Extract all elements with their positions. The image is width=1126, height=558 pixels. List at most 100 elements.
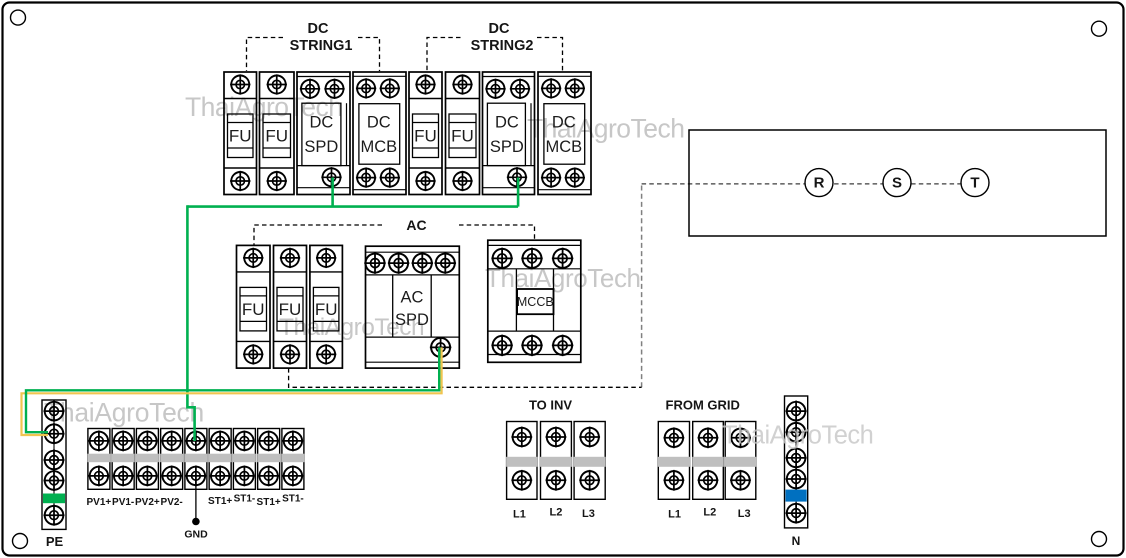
inner-circle xyxy=(550,431,562,443)
fuse-label: FU xyxy=(451,127,474,146)
terminal-bar xyxy=(281,453,305,463)
screw-terminal-icon xyxy=(299,78,321,99)
screw-terminal-icon xyxy=(137,465,158,487)
screw-terminal-icon xyxy=(315,247,337,269)
inner-circle xyxy=(287,435,299,447)
fuse-body xyxy=(408,71,443,196)
terminal-block xyxy=(111,427,135,490)
label: MCB xyxy=(360,138,397,156)
outer-circle xyxy=(785,447,807,469)
dc-ground-wire xyxy=(186,205,196,441)
outer-circle xyxy=(545,470,567,491)
terminal-bar xyxy=(724,456,757,467)
outer-circle xyxy=(88,465,110,487)
outer-circle xyxy=(356,78,377,99)
outer-circle xyxy=(491,247,513,269)
inner-circle xyxy=(735,475,746,486)
terminal-bar xyxy=(540,456,572,467)
inner-circle xyxy=(48,405,60,417)
inner-circle xyxy=(248,252,259,263)
outer-circle xyxy=(785,468,807,490)
fuse-module-s2_fu1: FU xyxy=(408,71,443,196)
inner-circle xyxy=(304,83,316,94)
rail-color-block xyxy=(43,493,65,504)
inner-circle xyxy=(790,507,802,519)
screw-terminal-icon xyxy=(564,167,585,188)
spd-body xyxy=(296,71,351,196)
inner-circle xyxy=(584,475,595,486)
screw-terminal-icon xyxy=(112,465,134,487)
terminal-block xyxy=(281,427,305,490)
screw-terminal-icon xyxy=(234,430,255,452)
outer-circle xyxy=(316,247,337,268)
inner-circle xyxy=(321,252,332,263)
from-grid-label-l2: L2 xyxy=(703,507,716,519)
rst-box xyxy=(688,129,1107,237)
ac-bracket-left xyxy=(253,224,382,245)
screw-terminal-icon xyxy=(279,344,301,365)
inner-circle xyxy=(239,435,250,447)
terminal-block xyxy=(256,427,281,490)
screw-terminal-icon xyxy=(785,421,807,443)
mcb-body xyxy=(537,71,592,196)
screw-terminal-icon xyxy=(730,427,751,449)
screw-terminal-icon xyxy=(551,247,574,270)
strip-label-6: ST1- xyxy=(234,494,256,505)
fuse-cartridge xyxy=(262,113,292,159)
ac-dashed-connector xyxy=(287,368,642,388)
label: MCCB xyxy=(517,295,554,309)
phase-circle-s xyxy=(882,167,912,198)
fuse-cartridge xyxy=(226,113,254,159)
ac-ground-wire-yellow xyxy=(20,347,443,437)
screw-terminal-icon xyxy=(355,167,377,188)
n-rail xyxy=(783,395,809,529)
dc-string2-title-line2: STRING2 xyxy=(471,38,534,54)
mcb-inner xyxy=(358,103,401,165)
outer-circle xyxy=(137,465,158,487)
pe-rail xyxy=(41,399,67,531)
outer-circle xyxy=(579,426,600,448)
to-inv-title: TO INV xyxy=(529,398,572,413)
terminal-bar xyxy=(232,453,256,463)
inner-circle xyxy=(117,435,129,447)
terminal-bar xyxy=(87,453,111,463)
inner-circle xyxy=(142,435,153,447)
inner-circle xyxy=(514,83,526,94)
outer-circle xyxy=(282,465,304,487)
phase-circle-s-label: S xyxy=(892,175,902,192)
inner-circle xyxy=(393,257,404,269)
screw-terminal-icon xyxy=(663,469,685,491)
screw-terminal-icon xyxy=(266,74,287,95)
screw-terminal-icon xyxy=(540,167,562,188)
fuse-body xyxy=(444,71,481,196)
mccb-inner xyxy=(516,288,555,316)
screw-terminal-icon xyxy=(161,430,183,452)
inner-circle xyxy=(557,340,568,351)
outer-circle xyxy=(785,421,807,443)
screw-terminal-icon xyxy=(411,252,434,274)
label: SPD xyxy=(304,138,338,156)
watermark-text: ThaiAgroTech xyxy=(527,114,685,144)
inner-circle xyxy=(546,83,557,94)
outer-circle xyxy=(541,78,562,99)
ac-header: AC xyxy=(253,217,536,245)
fuse-module-ac_fu2: FU xyxy=(272,244,308,369)
fuse-module-ac_fu3: FU xyxy=(309,244,344,369)
outer-circle xyxy=(663,470,685,491)
inner-circle xyxy=(496,340,508,351)
outer-circle xyxy=(280,344,300,365)
outer-circle xyxy=(545,426,567,448)
outer-circle xyxy=(415,74,436,95)
phase-circle-r xyxy=(804,167,834,198)
dc-string2-title-line1: DC xyxy=(489,21,510,37)
fuse-label: FU xyxy=(229,127,252,146)
fuse-cartridge xyxy=(411,113,440,159)
outer-circle xyxy=(785,400,807,422)
screw-terminal-icon xyxy=(364,252,386,274)
terminal-bar xyxy=(692,456,724,467)
strip-label-0: PV1+ xyxy=(87,497,112,508)
strip-label-8: ST1- xyxy=(282,494,304,505)
